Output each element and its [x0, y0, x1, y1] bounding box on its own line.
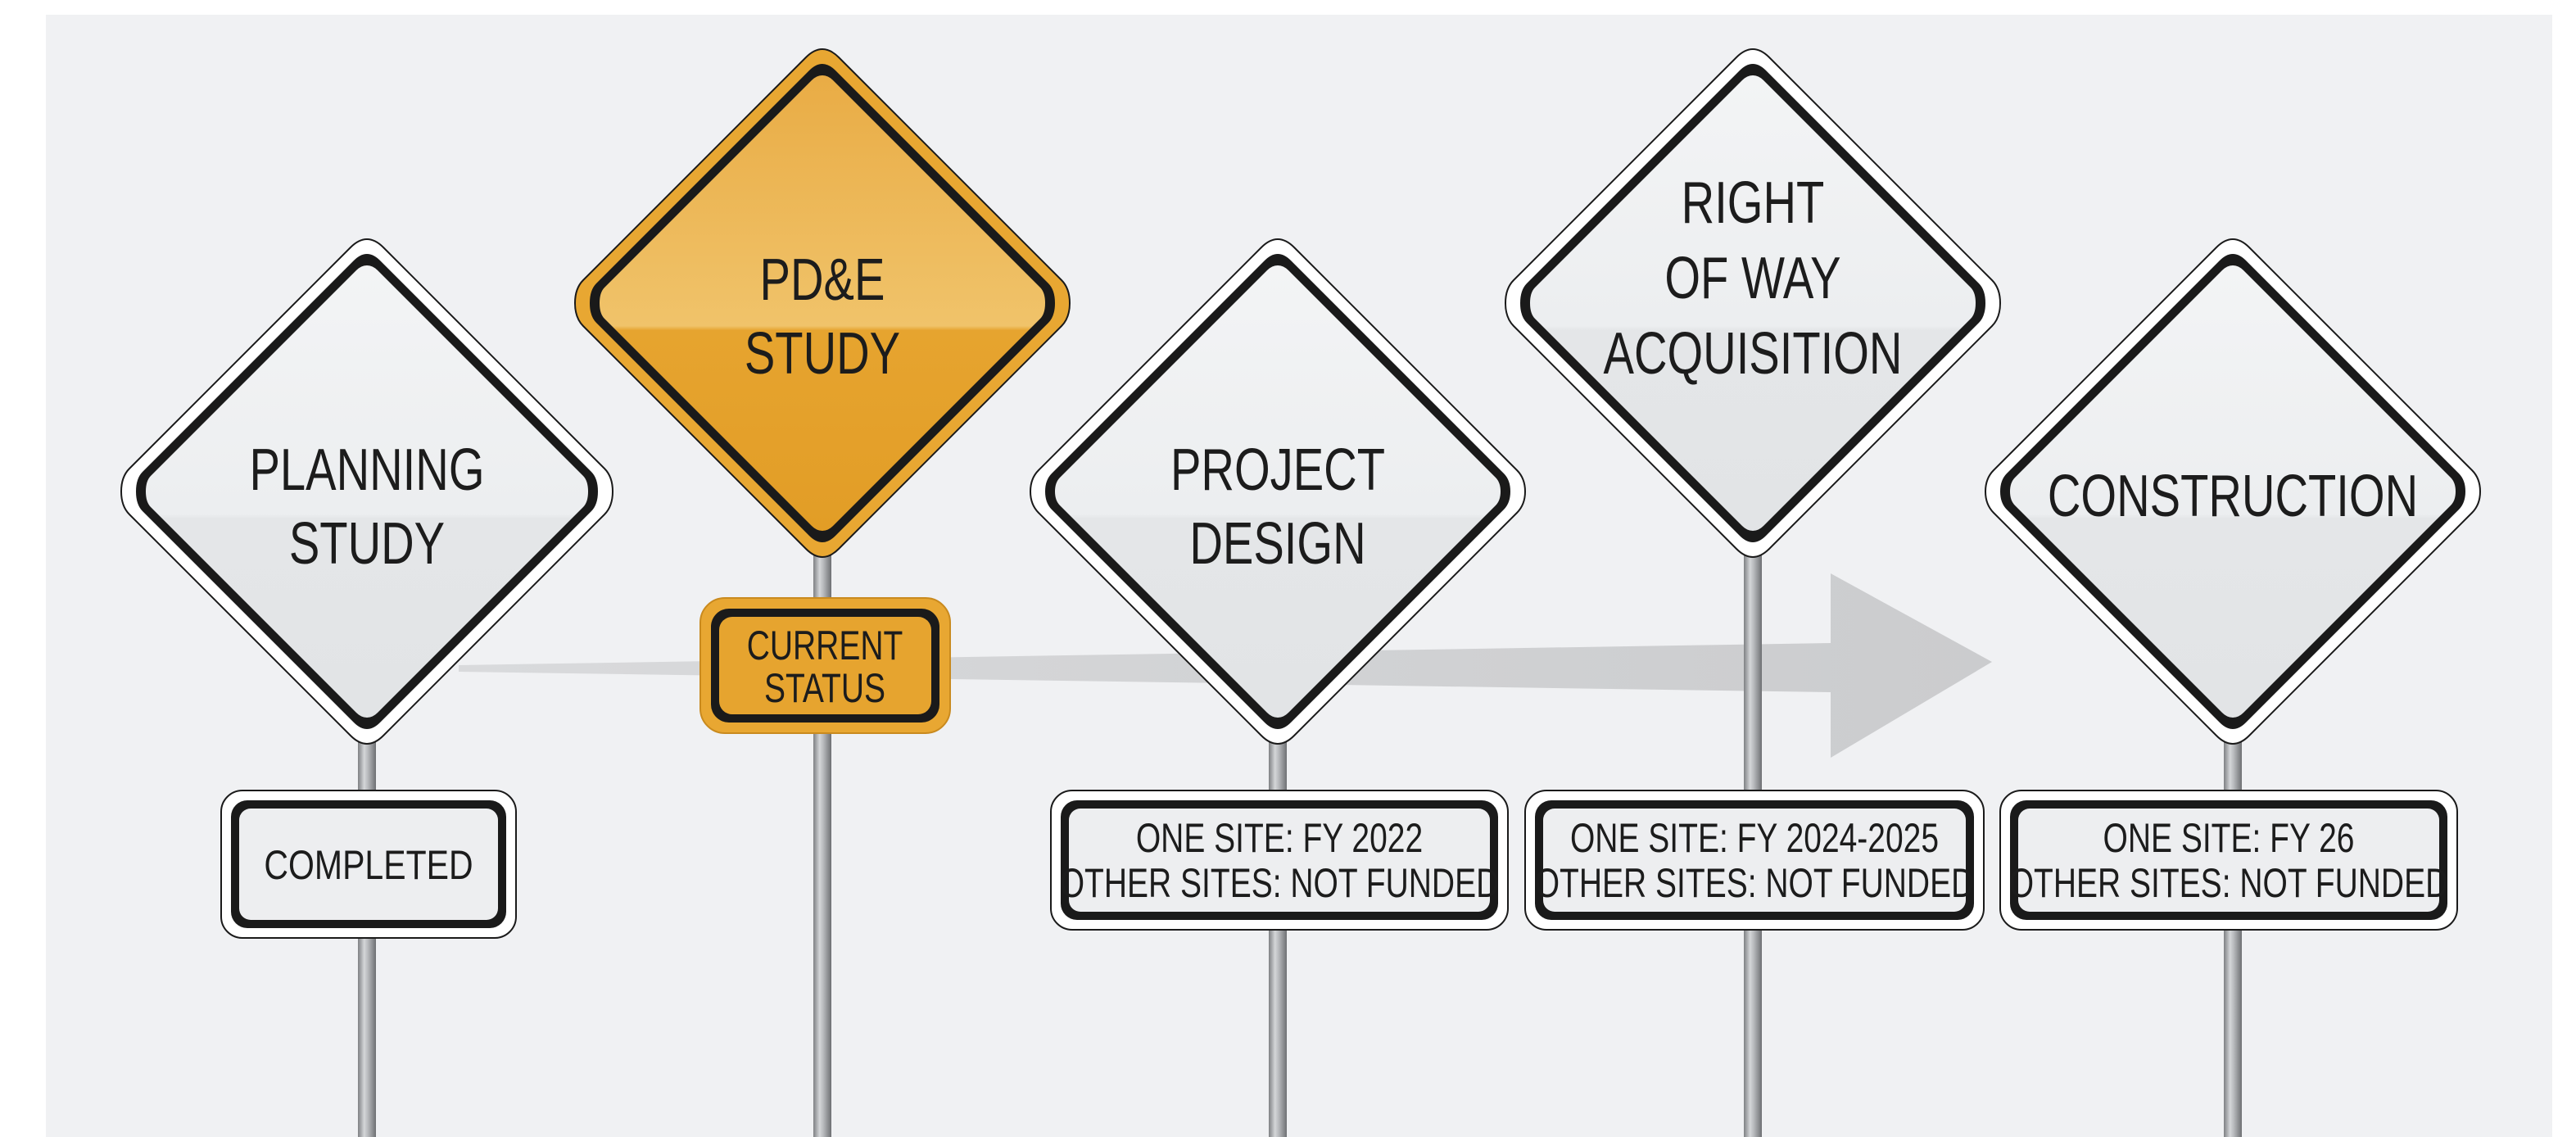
title-line: PLANNING — [249, 437, 484, 502]
title-line: OF WAY — [1664, 245, 1840, 310]
status-line: OTHER SITES: NOT FUNDED — [1060, 859, 1500, 906]
status-plate-design: ONE SITE: FY 2022 OTHER SITES: NOT FUNDE… — [1050, 790, 1509, 931]
status-line: STATUS — [764, 664, 885, 711]
status-line: COMPLETED — [264, 842, 473, 888]
status-line: ONE SITE: FY 2024-2025 — [1570, 814, 1939, 861]
title-line: PD&E — [760, 247, 885, 312]
sign-construction: CONSTRUCTION — [1984, 238, 2482, 745]
status-line: OTHER SITES: NOT FUNDED — [2009, 859, 2449, 906]
status-line: OTHER SITES: NOT FUNDED — [1535, 859, 1975, 906]
status-line: ONE SITE: FY 2022 — [1136, 814, 1423, 861]
status-line: ONE SITE: FY 26 — [2103, 814, 2355, 861]
title-line: STUDY — [289, 510, 445, 576]
status-plate-current: CURRENT STATUS — [699, 597, 951, 734]
title-line: DESIGN — [1189, 510, 1365, 576]
title-line: PROJECT — [1170, 437, 1385, 502]
sign-pde-study: PD&E STUDY — [573, 48, 1071, 559]
sign-planning-study: PLANNING STUDY — [120, 238, 614, 745]
title-line: RIGHT — [1682, 170, 1825, 235]
title-line: STUDY — [745, 320, 900, 386]
sign-right-of-way: RIGHT OF WAY ACQUISITION — [1504, 48, 2002, 559]
title-line: ACQUISITION — [1604, 320, 1903, 386]
status-plate-planning: COMPLETED — [220, 790, 517, 939]
status-plate-construction: ONE SITE: FY 26 OTHER SITES: NOT FUNDED — [1999, 790, 2458, 931]
title-line: CONSTRUCTION — [2048, 463, 2418, 528]
sign-project-design: PROJECT DESIGN — [1029, 238, 1527, 745]
status-line: CURRENT — [747, 622, 903, 668]
status-plate-row: ONE SITE: FY 2024-2025 OTHER SITES: NOT … — [1524, 790, 1985, 931]
